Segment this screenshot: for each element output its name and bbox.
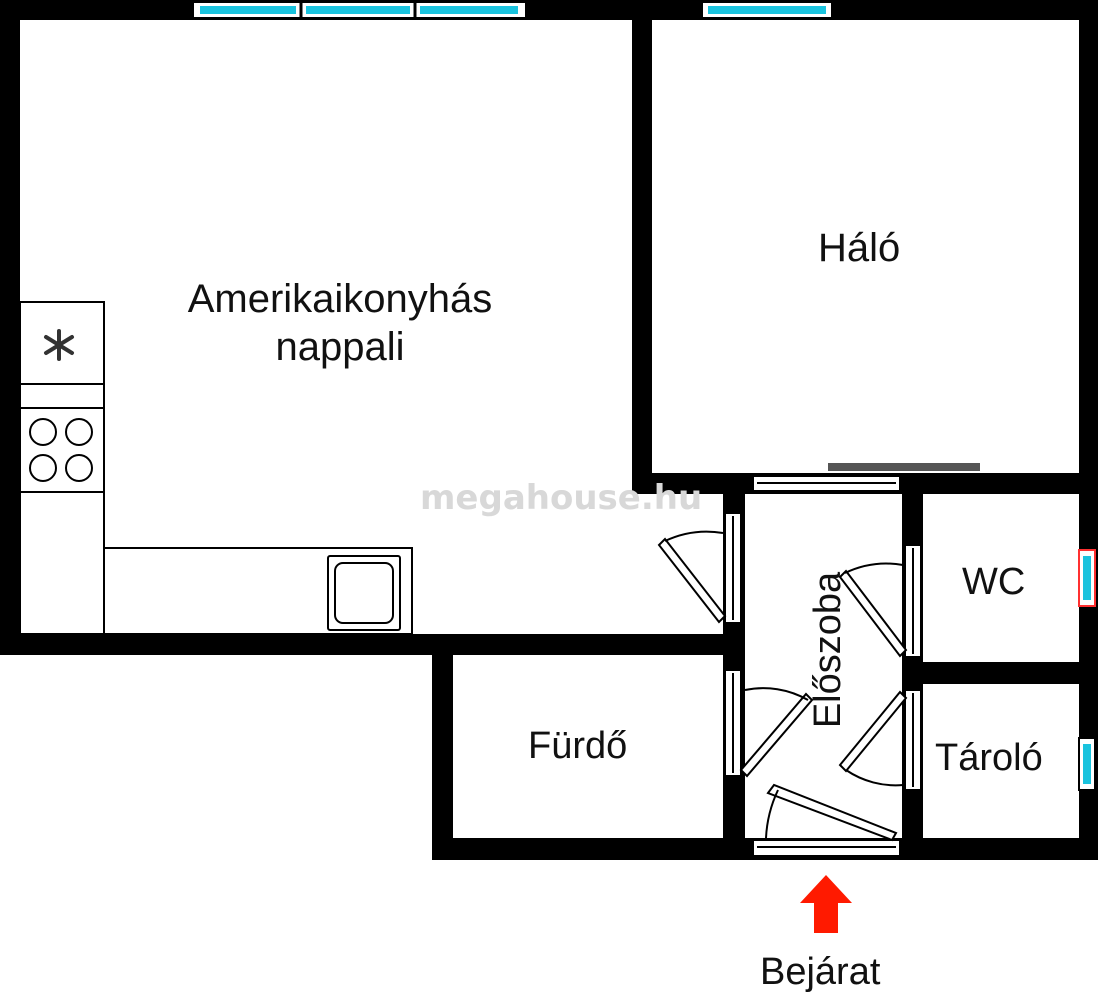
burner-icon (29, 418, 93, 482)
room-label-storage: Tároló (935, 737, 1043, 779)
room-floors (20, 20, 1079, 838)
window-wc (1078, 549, 1096, 607)
room-label-hall: Előszoba (807, 571, 850, 729)
asterisk-icon (44, 329, 74, 361)
door-living (657, 512, 742, 624)
room-label-living-line2: nappali (275, 325, 405, 369)
entrance-door (752, 783, 901, 857)
room-label-wc: WC (962, 561, 1026, 603)
watermark: megahouse.hu (420, 478, 703, 518)
sink-icon (327, 555, 401, 631)
room-label-bath: Fürdő (528, 725, 628, 767)
sliding-door-bedroom (828, 463, 980, 471)
door-storage (838, 689, 922, 791)
entrance-label: Bejárat (760, 951, 881, 993)
window-bedroom (701, 1, 833, 19)
window-storage (1078, 737, 1096, 791)
room-label-living: Amerikaikonyhás nappali (150, 275, 530, 371)
room-label-bedroom: Háló (818, 226, 901, 270)
room-label-living-line1: Amerikaikonyhás (187, 277, 493, 321)
hall-top-opening (752, 475, 901, 492)
door-bath (724, 669, 814, 778)
arrow-up-icon (800, 875, 852, 933)
window-living (192, 1, 527, 19)
door-wc (838, 544, 922, 658)
